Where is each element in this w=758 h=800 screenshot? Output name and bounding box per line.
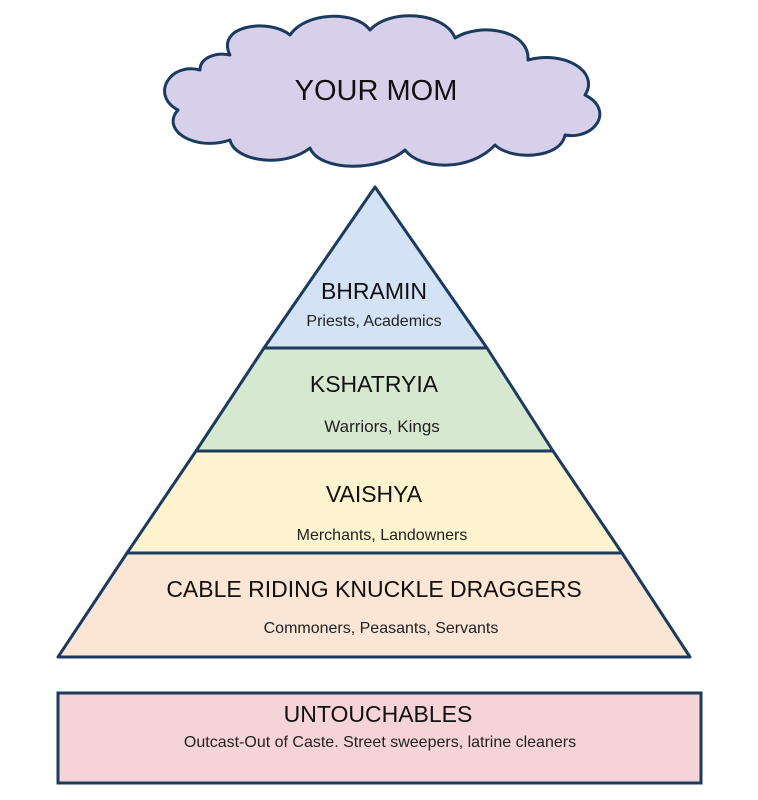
base-title: UNTOUCHABLES — [284, 701, 473, 727]
tier-4-band — [56, 551, 692, 659]
tier-4-title: CABLE RIDING KNUCKLE DRAGGERS — [166, 576, 581, 602]
cloud-label: YOUR MOM — [295, 75, 458, 107]
tier-1-subtitle: Priests, Academics — [306, 313, 441, 330]
cloud-shape — [163, 14, 602, 168]
tier-2-title: KSHATRYIA — [310, 371, 439, 397]
base-box: UNTOUCHABLES Outcast-Out of Caste. Stree… — [56, 691, 703, 785]
tier-2-subtitle: Warriors, Kings — [324, 417, 440, 436]
tier-3-title: VAISHYA — [326, 481, 423, 507]
pyramid: BHRAMIN Priests, Academics KSHATRYIA War… — [56, 185, 692, 659]
tier-4-subtitle: Commoners, Peasants, Servants — [264, 620, 499, 637]
base-subtitle: Outcast-Out of Caste. Street sweepers, l… — [184, 734, 576, 751]
cloud: YOUR MOM — [163, 14, 602, 168]
base-rect — [56, 691, 703, 785]
tier-1-title: BHRAMIN — [321, 278, 427, 304]
tier-3-subtitle: Merchants, Landowners — [297, 527, 468, 544]
